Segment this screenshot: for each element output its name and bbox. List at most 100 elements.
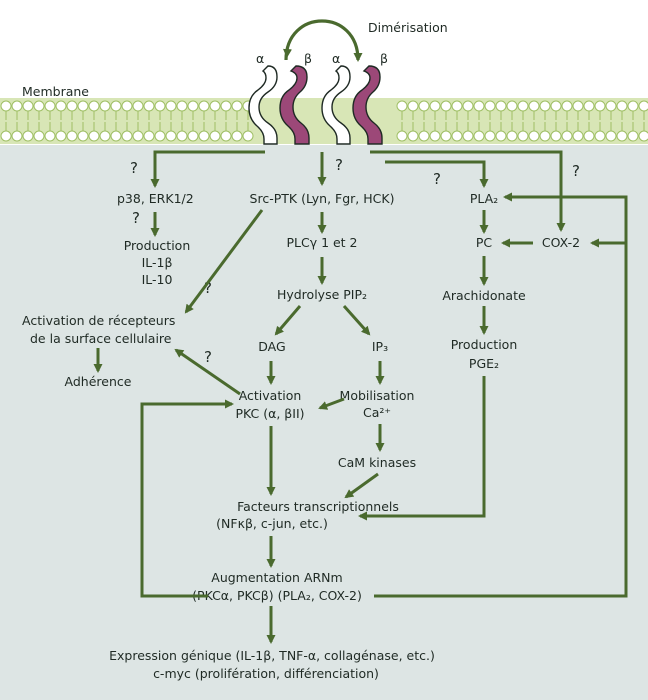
arnm-targets-label: (PKCα, PKCβ) (PLA₂, COX-2) — [192, 588, 362, 603]
surface-cellulaire-label: de la surface cellulaire — [30, 331, 172, 346]
activation-recepteurs-node: Activation de récepteurs — [22, 313, 175, 328]
pge2-label: PGE₂ — [469, 356, 499, 371]
lipid-head — [154, 100, 166, 112]
lipid-head — [132, 130, 144, 142]
lipid-head — [176, 100, 188, 112]
production-il-node: Production — [124, 238, 191, 253]
lipid-head — [22, 130, 34, 142]
arrow-receptor-cox2 — [370, 150, 566, 232]
nfkb-cjun-label: (NFκβ, c-jun, etc.) — [216, 516, 328, 531]
lipid-head — [187, 100, 199, 112]
lipid-head — [594, 100, 606, 112]
lipid-head — [132, 100, 144, 112]
src-ptk-node: Src-PTK (Lyn, Fgr, HCK) — [250, 191, 395, 206]
arrow-mobilisation-pkc — [318, 397, 345, 410]
question-mark: ? — [130, 159, 138, 177]
lipid-head — [33, 100, 45, 112]
lipid-head — [539, 130, 551, 142]
alpha-subunit-1 — [248, 65, 278, 145]
arachidonate-node: Arachidonate — [442, 288, 526, 303]
lipid-head — [528, 130, 540, 142]
lipid-head — [33, 130, 45, 142]
lipid-head — [550, 100, 562, 112]
lipid-head — [627, 130, 639, 142]
lipid-head — [121, 130, 133, 142]
question-mark: ? — [572, 162, 580, 180]
lipid-head — [121, 100, 133, 112]
lipid-head — [242, 130, 254, 142]
lipid-head — [77, 100, 89, 112]
arrow-cam-facteurs — [344, 472, 379, 499]
arrow-feedback-pkc — [140, 399, 234, 598]
dimerisation-label: Dimérisation — [368, 20, 448, 35]
lipid-head — [220, 100, 232, 112]
cox2-node: COX-2 — [542, 235, 580, 250]
lipid-head — [572, 130, 584, 142]
lipid-head — [583, 100, 595, 112]
adherence-node: Adhérence — [65, 374, 132, 389]
hydrolyse-pip2-node: Hydrolyse PIP₂ — [277, 287, 367, 302]
lipid-head — [418, 130, 430, 142]
lipid-head — [561, 100, 573, 112]
expression-genique-node: Expression génique (IL-1β, TNF-α, collag… — [109, 648, 435, 663]
beta-subunit-1 — [279, 65, 310, 145]
pla2-node: PLA₂ — [470, 191, 498, 206]
lipid-head — [209, 130, 221, 142]
production-il-1b: IL-1β — [142, 255, 173, 270]
lipid-head — [187, 130, 199, 142]
lipid-head — [396, 130, 408, 142]
beta-subunit-2 — [352, 65, 383, 145]
lipid-head — [572, 100, 584, 112]
lipid-bilayer — [0, 100, 648, 142]
lipid-head — [407, 130, 419, 142]
lipid-head — [616, 100, 628, 112]
lipid-head — [110, 130, 122, 142]
lipid-head — [88, 100, 100, 112]
lipid-head — [0, 130, 12, 142]
ip3-node: IP₃ — [372, 339, 388, 354]
lipid-head — [407, 100, 419, 112]
lipid-head — [11, 100, 23, 112]
augmentation-arnm-node: Augmentation ARNm — [211, 570, 342, 585]
production-il-10: IL-10 — [142, 272, 173, 287]
lipid-head — [561, 130, 573, 142]
dimerisation-arrow — [284, 19, 363, 62]
lipid-head — [638, 130, 648, 142]
lipid-head — [462, 130, 474, 142]
lipid-head — [506, 130, 518, 142]
pathway-arrows — [93, 150, 628, 644]
lipid-head — [231, 130, 243, 142]
question-mark: ? — [204, 279, 212, 297]
lipid-head — [462, 100, 474, 112]
p38-erk-node: p38, ERK1/2 — [117, 191, 194, 206]
lipid-head — [99, 130, 111, 142]
alpha-subunit-2 — [321, 65, 351, 145]
arrow-hydrolyse-dag — [274, 305, 302, 336]
lipid-head — [99, 100, 111, 112]
lipid-head — [539, 100, 551, 112]
lipid-head — [198, 100, 210, 112]
lipid-head — [440, 100, 452, 112]
pkc-isoforms-label: PKC (α, βII) — [235, 406, 304, 421]
alpha-label-2: α — [332, 51, 340, 66]
arrow-feedback-pla2 — [374, 192, 628, 598]
question-mark: ? — [433, 170, 441, 188]
lipid-head — [517, 100, 529, 112]
c-myc-label: c-myc (prolifération, différenciation) — [153, 666, 379, 681]
production-pge2-node: Production — [451, 337, 518, 352]
lipid-head — [605, 100, 617, 112]
lipid-head — [77, 130, 89, 142]
lipid-head — [451, 130, 463, 142]
ca2-label: Ca²⁺ — [363, 405, 391, 420]
lipid-head — [550, 130, 562, 142]
lipid-head — [66, 130, 78, 142]
lipid-head — [473, 130, 485, 142]
lipid-head — [143, 130, 155, 142]
mobilisation-ca-node: Mobilisation — [340, 388, 415, 403]
lipid-head — [616, 130, 628, 142]
lipid-head — [22, 100, 34, 112]
question-mark: ? — [335, 156, 343, 174]
lipid-head — [44, 130, 56, 142]
lipid-head — [429, 100, 441, 112]
